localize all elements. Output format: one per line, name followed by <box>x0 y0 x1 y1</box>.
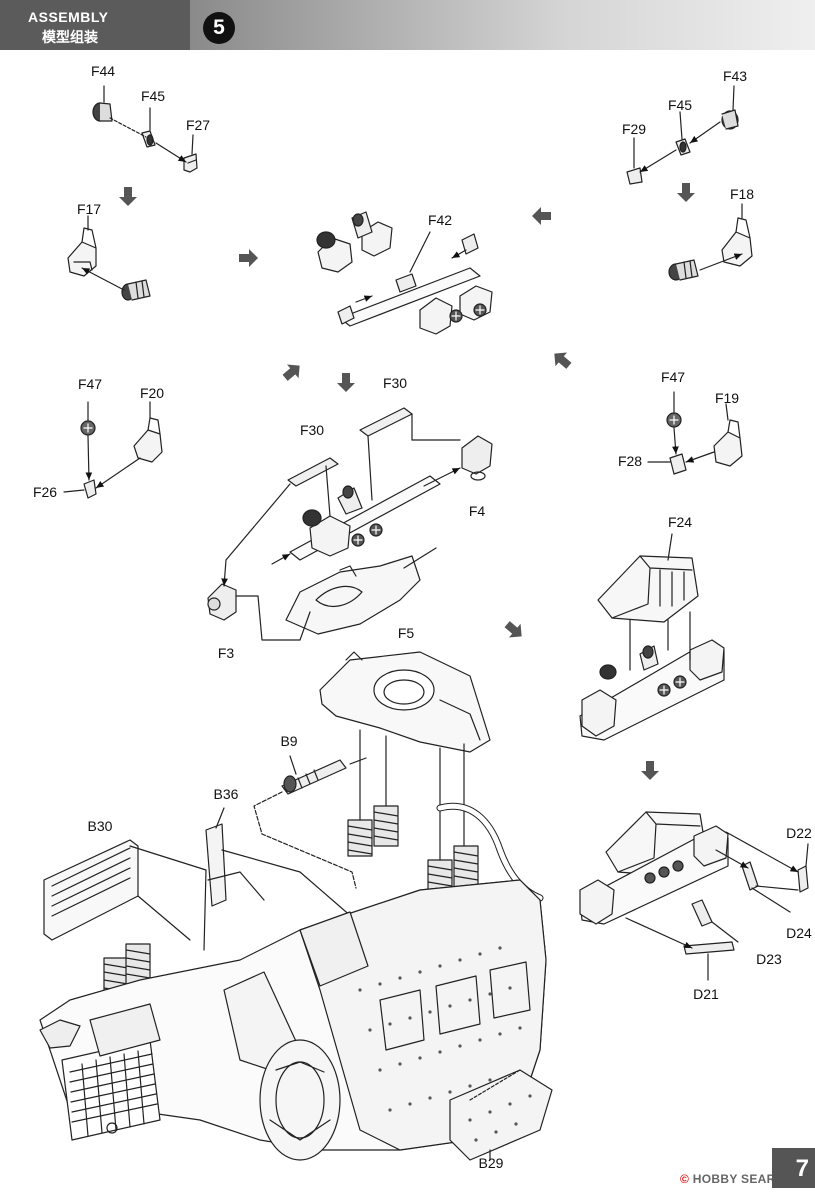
part-f45-right <box>675 138 691 156</box>
label-f3: F3 <box>217 645 235 661</box>
part-b30 <box>43 839 139 941</box>
label-f4: F4 <box>468 503 486 519</box>
subassembly-f47-f20-f26 <box>63 401 163 499</box>
label-d21: D21 <box>693 986 719 1002</box>
label-f47-right: F47 <box>660 369 686 385</box>
part-f27 <box>183 153 198 173</box>
subassembly-d-parts <box>579 811 809 981</box>
subassembly-f18 <box>668 203 753 281</box>
subassembly-f24 <box>579 533 725 741</box>
part-f26 <box>83 479 97 499</box>
main-chassis <box>39 651 553 1161</box>
part-f47 <box>80 420 96 436</box>
label-f20: F20 <box>139 385 165 401</box>
subassembly-f42-axle <box>316 211 493 335</box>
part-f17-cap <box>121 279 151 301</box>
header-title-block: ASSEMBLY 模型组装 <box>0 0 190 50</box>
part-d21 <box>683 941 735 955</box>
part-b9 <box>281 759 347 795</box>
part-f28 <box>669 453 687 475</box>
part-f24 <box>597 555 699 623</box>
label-f42: F42 <box>427 212 453 228</box>
part-f30-lower <box>287 457 339 487</box>
label-f26: F26 <box>32 484 58 500</box>
part-f5 <box>285 555 421 635</box>
page-header: ASSEMBLY 模型组装 5 <box>0 0 815 52</box>
part-f45 <box>141 130 156 148</box>
label-f28: F28 <box>617 453 643 469</box>
label-b30: B30 <box>87 818 113 834</box>
subassembly-f17 <box>67 215 151 301</box>
label-f17: F17 <box>76 201 102 217</box>
part-f18-cap <box>668 259 699 281</box>
part-d23 <box>691 899 713 927</box>
part-f4 <box>461 435 493 481</box>
label-f45: F45 <box>140 88 166 104</box>
label-f27: F27 <box>185 117 211 133</box>
label-f5: F5 <box>397 625 415 641</box>
header-gradient-bar <box>190 0 815 50</box>
page-number: 7 <box>772 1148 815 1188</box>
watermark-prefix: © <box>680 1172 693 1186</box>
label-f29: F29 <box>621 121 647 137</box>
label-f24: F24 <box>667 514 693 530</box>
part-f43 <box>721 109 739 130</box>
label-b36: B36 <box>213 786 239 802</box>
header-title-en: ASSEMBLY <box>28 9 109 25</box>
label-f30-upper: F30 <box>382 375 408 391</box>
upper-frame <box>319 651 491 753</box>
label-f44: F44 <box>90 63 116 79</box>
part-f44 <box>92 102 113 122</box>
label-f30-lower: F30 <box>299 422 325 438</box>
subassembly-f43-f45-f29 <box>626 85 739 185</box>
part-f3 <box>207 583 237 621</box>
label-d23: D23 <box>756 951 782 967</box>
label-f18: F18 <box>729 186 755 202</box>
part-d22 <box>797 865 809 893</box>
label-f47: F47 <box>77 376 103 392</box>
subassembly-central-axle <box>207 407 493 641</box>
watermark: © HOBBY SEARCH <box>680 1172 794 1186</box>
part-f47-right <box>666 412 682 428</box>
part-f30-upper <box>359 407 413 437</box>
label-b29: B29 <box>478 1155 504 1171</box>
rivet-holes <box>358 946 522 1112</box>
step-number-badge: 5 <box>203 12 235 44</box>
part-f19 <box>713 419 743 467</box>
watermark-brand: HOBBY SEARCH <box>692 1172 794 1186</box>
label-b9: B9 <box>280 733 298 749</box>
part-f20 <box>133 417 163 463</box>
header-title-cn: 模型组装 <box>42 30 98 46</box>
subassembly-f47-f19-f28 <box>647 391 743 475</box>
label-d24: D24 <box>786 925 812 941</box>
label-f43: F43 <box>722 68 748 84</box>
label-f45-right: F45 <box>667 97 693 113</box>
subassembly-f44-f45-f27 <box>92 85 198 173</box>
label-d22: D22 <box>786 825 812 841</box>
part-f29 <box>626 167 643 185</box>
label-f19: F19 <box>714 390 740 406</box>
